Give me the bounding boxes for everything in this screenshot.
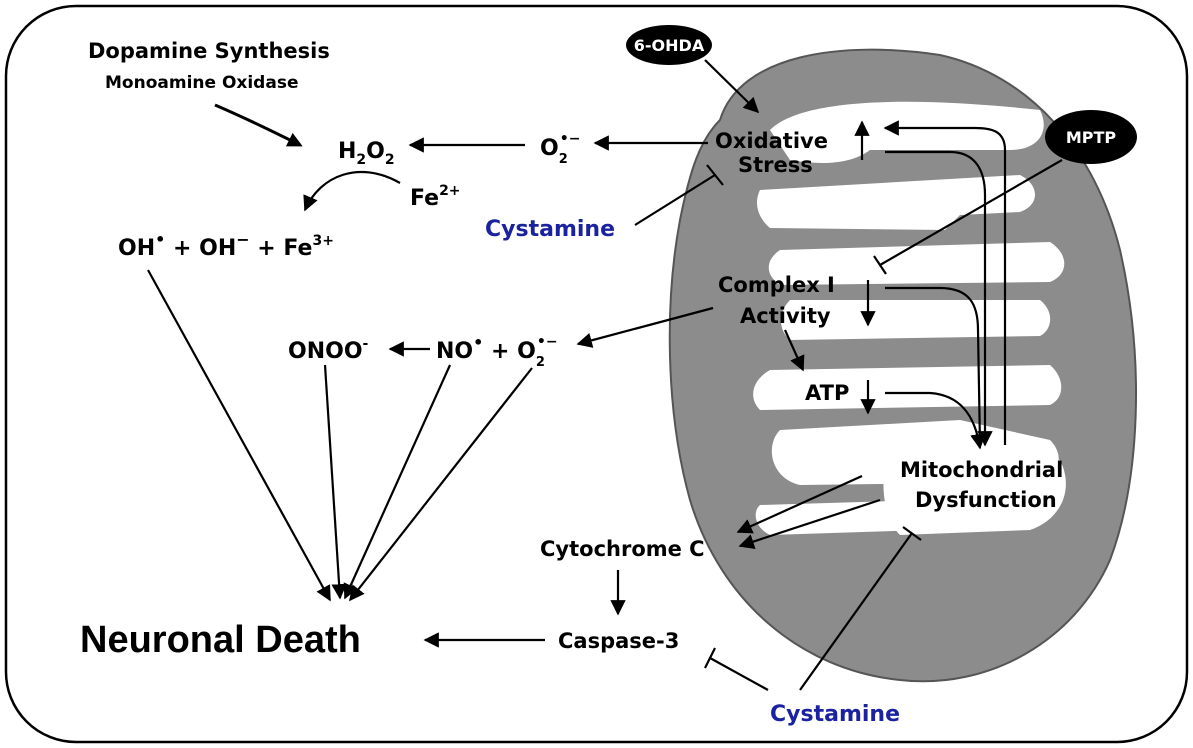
dopamine-synthesis-label: Dopamine Synthesis bbox=[88, 39, 330, 63]
no-superoxide-label: NO• + O2•− bbox=[436, 333, 558, 370]
oxidative-label: Oxidative bbox=[715, 129, 828, 153]
activity-label: Activity bbox=[740, 304, 831, 328]
svg-text:MPTP: MPTP bbox=[1066, 128, 1117, 147]
svg-text:6-OHDA: 6-OHDA bbox=[634, 36, 705, 55]
dysfunction-label: Dysfunction bbox=[915, 488, 1057, 512]
cystamine-top-label: Cystamine bbox=[485, 217, 615, 242]
mitochondrial-label: Mitochondrial bbox=[900, 458, 1063, 482]
neuronal-death-label: Neuronal Death bbox=[80, 619, 361, 661]
atp-label: ATP bbox=[805, 381, 849, 405]
fe2-label: Fe2+ bbox=[410, 183, 461, 211]
caspase-3-label: Caspase-3 bbox=[558, 629, 679, 653]
cystamine-bottom-label: Cystamine bbox=[770, 702, 900, 727]
monoamine-oxidase-label: Monoamine Oxidase bbox=[105, 73, 298, 93]
hydroxyl-products-label: OH• + OH− + Fe3+ bbox=[118, 230, 334, 261]
ohda-badge: 6-OHDA bbox=[626, 25, 712, 65]
superoxide-top-label: O2•− bbox=[540, 131, 580, 167]
cytochrome-c-label: Cytochrome C bbox=[540, 537, 705, 561]
complex-i-label: Complex I bbox=[718, 273, 835, 297]
onoo-label: ONOO- bbox=[288, 336, 369, 364]
mptp-badge: MPTP bbox=[1045, 110, 1137, 164]
stress-label: Stress bbox=[738, 153, 813, 177]
h2o2-label: H2O2 bbox=[338, 139, 395, 168]
pathway-arrows bbox=[147, 59, 1063, 691]
